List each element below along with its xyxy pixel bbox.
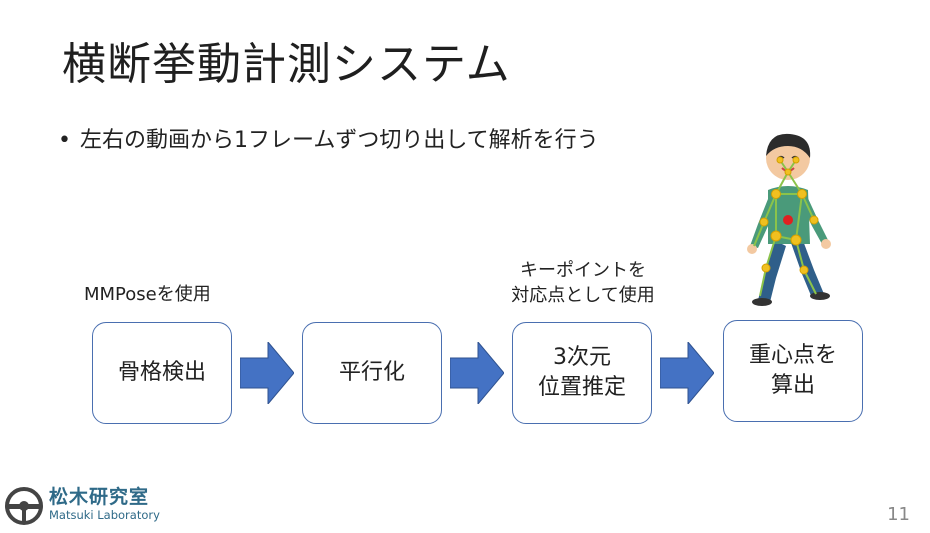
flow-step-label: 重心点を 算出: [748, 343, 837, 398]
flow-arrow-2: [450, 342, 504, 404]
flow-step-label: 3次元 位置推定: [537, 345, 626, 400]
logo-english: Matsuki Laboratory: [49, 508, 160, 522]
note-keypoint-line1: キーポイントを: [520, 260, 646, 281]
flow-arrow-1: [240, 342, 294, 404]
bullet-point: • 左右の動画から1フレームずつ切り出して解析を行う: [58, 122, 599, 154]
flow-arrow-3: [660, 342, 714, 404]
note-keypoint-line2: 対応点として使用: [511, 285, 655, 306]
lab-logo: 松木研究室 Matsuki Laboratory: [4, 484, 174, 528]
page-number: 11: [887, 504, 910, 525]
flow-step-label: 平行化: [338, 360, 405, 385]
flow-step-label: 骨格検出: [117, 360, 206, 385]
walking-person-with-keypoints-icon: [747, 133, 831, 306]
flow-step-skeleton-detection: 骨格検出: [92, 322, 232, 424]
flow-step-center-of-gravity: 重心点を 算出: [723, 320, 863, 422]
center-of-gravity-point: [783, 215, 793, 225]
bullet-text: 左右の動画から1フレームずつ切り出して解析を行う: [80, 128, 599, 153]
flow-step-3d-estimation: 3次元 位置推定: [512, 322, 652, 424]
note-mmpose: MMPoseを使用: [84, 284, 211, 305]
steering-wheel-icon: [5, 487, 43, 525]
flow-step-rectification: 平行化: [302, 322, 442, 424]
logo-japanese: 松木研究室: [49, 486, 150, 508]
slide-title: 横断挙動計測システム: [62, 39, 511, 90]
bullet-dot: •: [58, 128, 71, 153]
note-keypoint: キーポイントを 対応点として使用: [500, 258, 666, 308]
